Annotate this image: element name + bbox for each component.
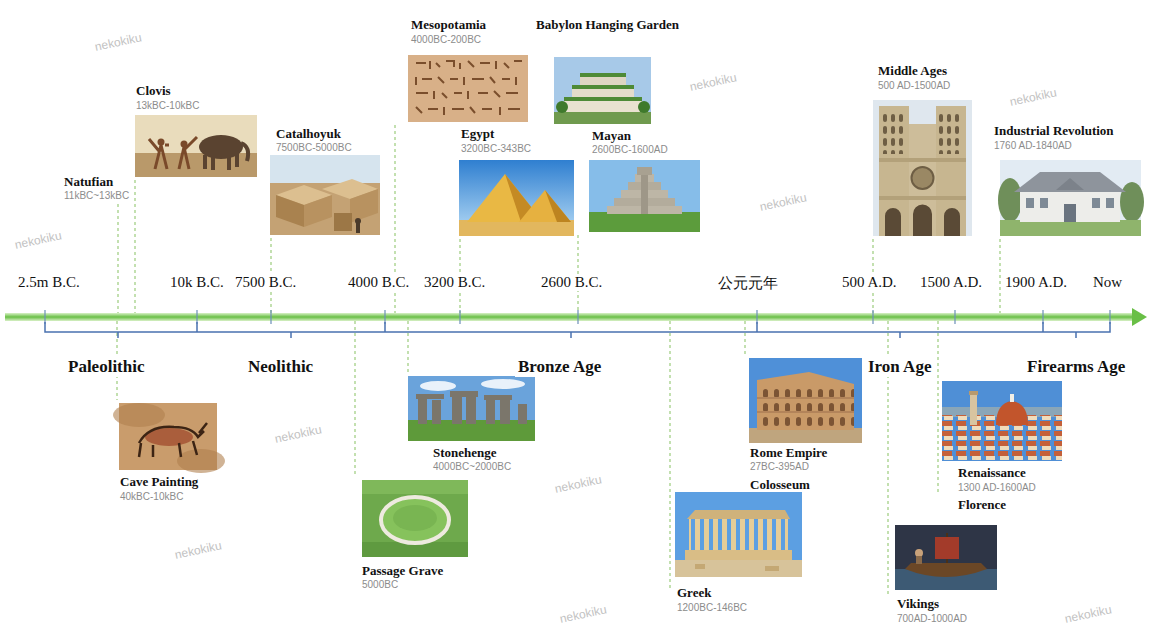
item-title: Mesopotamia [411, 17, 486, 33]
period-bracket [45, 322, 1110, 338]
watermark: nekokiku [1009, 85, 1058, 109]
timeline-item: Rome Empire27BC-395AD Colosseum [749, 358, 862, 493]
period-label: Paleolithic [65, 357, 147, 377]
watermark: nekokiku [689, 70, 738, 94]
item-title: Greek [677, 585, 711, 601]
watermark: nekokiku [759, 190, 808, 214]
axis-label: Now [1091, 274, 1124, 291]
timeline-item: Catalhoyuk7500BC-5000BC [270, 126, 380, 235]
axis-label: 500 A.D. [840, 274, 899, 291]
axis-label: 2.5m B.C. [16, 274, 82, 291]
date-range: 1300 AD-1600AD [958, 482, 1036, 493]
timeline-item: Clovis13kBC-10kBC [135, 83, 257, 177]
colosseum-picture [749, 358, 862, 443]
axis-ticks [45, 310, 1110, 324]
axis-label: 1900 A.D. [1003, 274, 1069, 291]
timeline-item: Egypt3200BC-343BC [459, 126, 574, 236]
house-picture [998, 160, 1144, 236]
timeline-item: Industrial Revolution1760 AD-1840AD [994, 123, 1141, 236]
item-title: Mayan [592, 128, 631, 144]
date-range: 4000BC~2000BC [433, 461, 511, 472]
timeline-item: Cave Painting40kBC-10kBC [119, 403, 217, 502]
axis-label: 2600 B.C. [539, 274, 604, 291]
item-title: Clovis [136, 83, 171, 99]
florence-picture [942, 381, 1062, 461]
item-title: Stonehenge [433, 445, 497, 461]
date-range: 5000BC [362, 579, 398, 590]
watermark: nekokiku [274, 422, 323, 446]
timeline-item: Mesopotamia4000BC-200BC [408, 17, 528, 122]
mesopotamia-picture [408, 55, 528, 122]
date-range: 1760 AD-1840AD [994, 140, 1072, 151]
timeline-item: Passage Grave5000BC [362, 480, 468, 590]
cave-painting-picture [113, 403, 225, 473]
catalhoyuk-picture [270, 155, 380, 235]
item-title: Middle Ages [878, 63, 947, 79]
item-title: Florence [958, 497, 1006, 513]
date-range: 7500BC-5000BC [276, 142, 352, 153]
watermark: nekokiku [94, 30, 143, 54]
date-range: 1200BC-146BC [677, 602, 747, 613]
time-axis [5, 313, 1135, 321]
axis-label: 4000 B.C. [346, 274, 411, 291]
watermark: nekokiku [559, 602, 608, 626]
timeline-item: Mayan2600BC-1600AD [589, 128, 700, 232]
item-title: Cave Painting [120, 474, 198, 490]
axis-arrow [1132, 308, 1147, 326]
item-title: Vikings [897, 596, 939, 612]
watermark: nekokiku [174, 538, 223, 562]
axis-label: 10k B.C. [168, 274, 226, 291]
vikings-picture [895, 525, 997, 590]
timeline-item: Middle Ages500 AD-1500AD [873, 63, 972, 236]
watermark: nekokiku [14, 228, 63, 252]
timeline-item: Renaissance1300 AD-1600AD Florence [942, 381, 1062, 513]
item-title: Passage Grave [362, 563, 443, 579]
date-range: 700AD-1000AD [897, 613, 967, 624]
parthenon-picture [675, 492, 802, 577]
mayan-picture [589, 160, 700, 232]
period-label: Bronze Age [515, 357, 604, 377]
date-range: 13kBC-10kBC [136, 100, 199, 111]
date-range: 27BC-395AD [750, 461, 809, 472]
timeline-item: Vikings700AD-1000AD [895, 525, 997, 624]
item-title: Catalhoyuk [276, 126, 341, 142]
notre-dame-picture [873, 100, 972, 236]
timeline-item: Stonehenge4000BC~2000BC [408, 376, 535, 472]
clovis-picture [135, 115, 257, 177]
passage-grave-picture [362, 480, 468, 557]
timeline-item: Greek1200BC-146BC [675, 492, 802, 613]
date-range: 3200BC-343BC [461, 143, 531, 154]
axis-label: 1500 A.D. [918, 274, 984, 291]
item-title: Babylon Hanging Garden [536, 17, 679, 33]
axis-label: 3200 B.C. [422, 274, 487, 291]
period-label: Neolithic [245, 357, 316, 377]
item-title: Colosseum [750, 477, 810, 493]
period-label: Firearms Age [1024, 357, 1128, 377]
date-range: 4000BC-200BC [411, 34, 481, 45]
leader-lines [117, 125, 1000, 596]
item-title: Renaissance [958, 465, 1026, 481]
date-range: 500 AD-1500AD [878, 80, 950, 91]
axis-label: 7500 B.C. [233, 274, 298, 291]
babylon-picture [554, 57, 651, 124]
period-label: Iron Age [865, 357, 934, 377]
axis-label: 公元元年 [716, 274, 780, 293]
item-title: Rome Empire [750, 445, 827, 461]
timeline-item: Babylon Hanging Garden [536, 17, 679, 124]
culture-name: Natufian [64, 174, 113, 190]
date-range: 2600BC-1600AD [592, 144, 668, 155]
item-title: Industrial Revolution [994, 123, 1114, 139]
egypt-picture [459, 160, 574, 236]
stonehenge-picture [408, 376, 535, 441]
watermark: nekokiku [1064, 602, 1113, 626]
item-title: Egypt [461, 126, 494, 142]
date-range: 11kBC~13kBC [64, 190, 129, 201]
watermark: nekokiku [554, 472, 603, 496]
date-range: 40kBC-10kBC [120, 491, 183, 502]
